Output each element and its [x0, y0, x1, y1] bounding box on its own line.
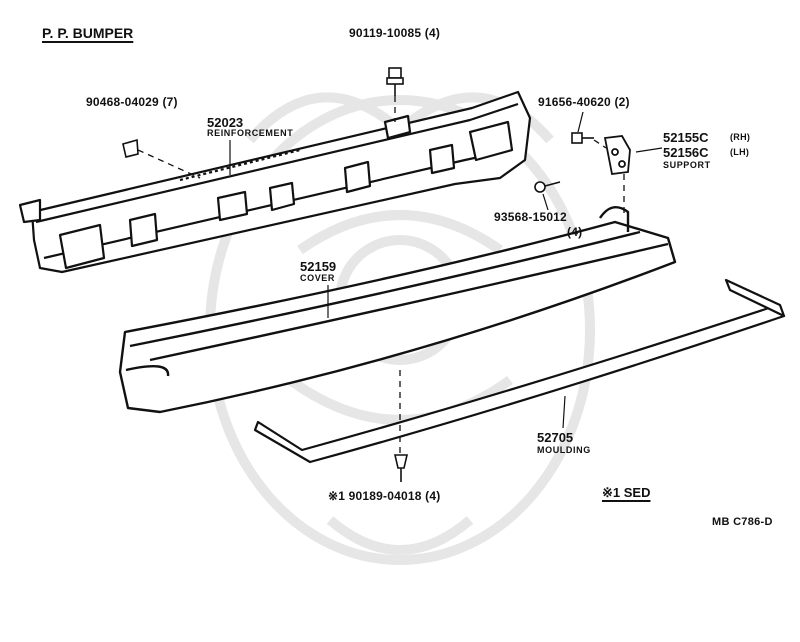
bolt-top-part-number: 90119-10085 (4) — [349, 26, 441, 40]
clip-part-number: 90468-04029 (7) — [86, 95, 178, 109]
reinforcement-name: REINFORCEMENT — [207, 128, 294, 138]
clip-fastener — [122, 138, 139, 158]
bottom-fastener — [393, 454, 409, 482]
support-name: SUPPORT — [663, 160, 711, 170]
reinforcement-part-number: 52023 — [207, 115, 244, 130]
screw-quantity: (4) — [567, 225, 583, 239]
screw-part-number: 93568-15012 — [494, 210, 567, 224]
screw — [534, 181, 561, 193]
diagram-title: P. P. BUMPER — [42, 25, 134, 41]
support-rh-side: (RH) — [730, 132, 751, 142]
bumper-cover — [118, 206, 677, 414]
bolt-right — [571, 132, 594, 144]
bottom-fastener-part-number: ※1 90189-04018 (4) — [328, 489, 441, 503]
assembly-lines — [137, 96, 625, 455]
moulding-part-number: 52705 — [537, 430, 574, 445]
support-rh-part-number: 52155C — [663, 130, 709, 145]
leader-lines — [229, 111, 663, 429]
cover-name: COVER — [300, 273, 336, 283]
reinforcement-beam — [18, 90, 532, 274]
support-lh-part-number: 52156C — [663, 145, 709, 160]
support-bracket — [603, 135, 631, 175]
moulding-strip — [253, 278, 786, 464]
bolt-top — [386, 67, 404, 96]
sedan-note: ※1 SED — [602, 485, 651, 500]
support-lh-side: (LH) — [730, 147, 750, 157]
bolt-right-part-number: 91656-40620 (2) — [538, 95, 630, 109]
moulding-name: MOULDING — [537, 445, 591, 455]
diagram-code: MB C786-D — [712, 516, 773, 528]
cover-part-number: 52159 — [300, 259, 337, 274]
